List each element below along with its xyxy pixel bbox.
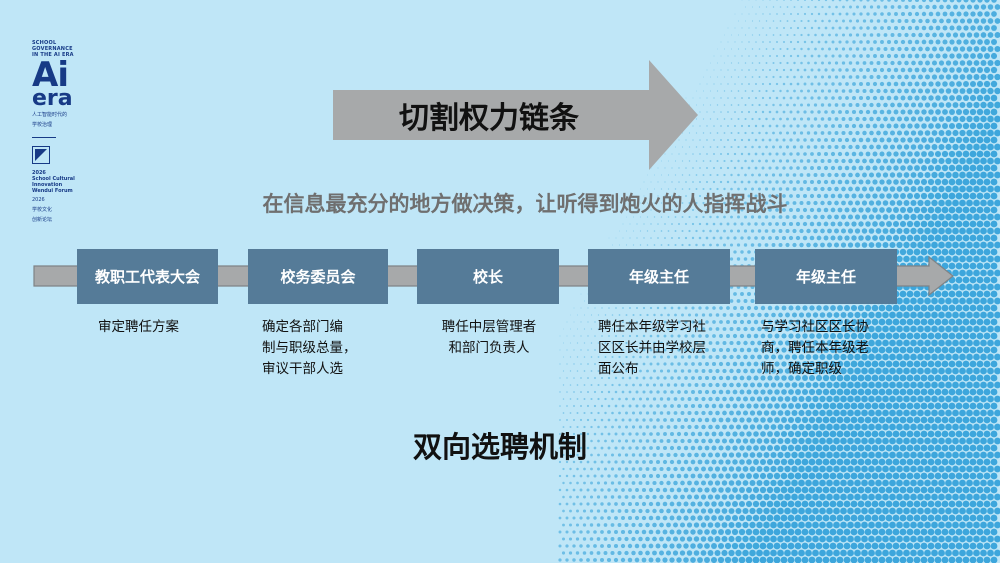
stage-box-principal: 校长 — [417, 249, 559, 304]
description-line: 聘任本年级学习社 — [598, 319, 706, 335]
brand-era-wordmark: era — [32, 86, 73, 111]
forum-name-line: Wendui Forum — [32, 188, 73, 194]
brand-cn-line: 人工智能时代的 — [32, 112, 68, 118]
stage-box-school-committee: 校务委员会 — [248, 249, 388, 304]
brand-line: IN THE AI ERA — [32, 52, 74, 58]
stage-box-grade-director-1: 年级主任 — [588, 249, 730, 304]
brand-cn-line: 学校治理 — [32, 122, 53, 128]
description-line: 和部门负责人 — [448, 340, 530, 356]
description-line: 审议干部人选 — [262, 361, 343, 377]
description-line: 与学习社区区长协 — [761, 319, 869, 335]
stage-description: 聘任本年级学习社 区区长并由学校层 面公布 — [598, 317, 706, 380]
stage-description: 聘任中层管理者 和部门负责人 — [430, 317, 548, 359]
bottom-title: 双向选聘机制 — [412, 430, 587, 464]
forum-year: 2026 — [32, 170, 46, 176]
stage-description: 审定聘任方案 — [98, 317, 179, 338]
subtitle: 在信息最充分的地方做决策，让听得到炮火的人指挥战斗 — [262, 192, 788, 216]
brand-ai-wordmark: Ai — [32, 55, 69, 95]
forum-logo-icon — [32, 146, 52, 166]
title-arrow-shape — [333, 60, 698, 170]
description-line: 商，聘任本年级老 — [761, 340, 869, 356]
brand-line: SCHOOL — [32, 40, 57, 46]
stage-box-staff-congress: 教职工代表大会 — [77, 249, 218, 304]
description-line: 审定聘任方案 — [98, 319, 179, 335]
stage-description: 与学习社区区长协 商，聘任本年级老 师，确定职级 — [761, 317, 869, 380]
description-line: 面公布 — [598, 361, 639, 377]
brand-line: GOVERNANCE — [32, 46, 73, 52]
forum-cn-line: 学校文化 — [32, 207, 53, 213]
description-line: 确定各部门编 — [262, 319, 343, 335]
stage-box-grade-director-2: 年级主任 — [755, 249, 897, 304]
brand-divider — [32, 137, 56, 138]
forum-cn-line: 创新论坛 — [32, 217, 53, 223]
description-line: 聘任中层管理者 — [441, 319, 537, 335]
description-line: 师，确定职级 — [761, 361, 842, 377]
brand-logo-strip: SCHOOL GOVERNANCE IN THE AI ERA Ai era 人… — [32, 40, 102, 223]
stage-description: 确定各部门编 制与职级总量， 审议干部人选 — [262, 317, 357, 380]
description-line: 区区长并由学校层 — [598, 340, 706, 356]
forum-name-line: School Cultural — [32, 176, 75, 182]
page-title: 切割权力链条 — [399, 101, 579, 136]
forum-year-2: 2026 — [32, 197, 45, 203]
forum-name-line: Innovation — [32, 182, 63, 188]
description-line: 制与职级总量， — [262, 340, 357, 356]
